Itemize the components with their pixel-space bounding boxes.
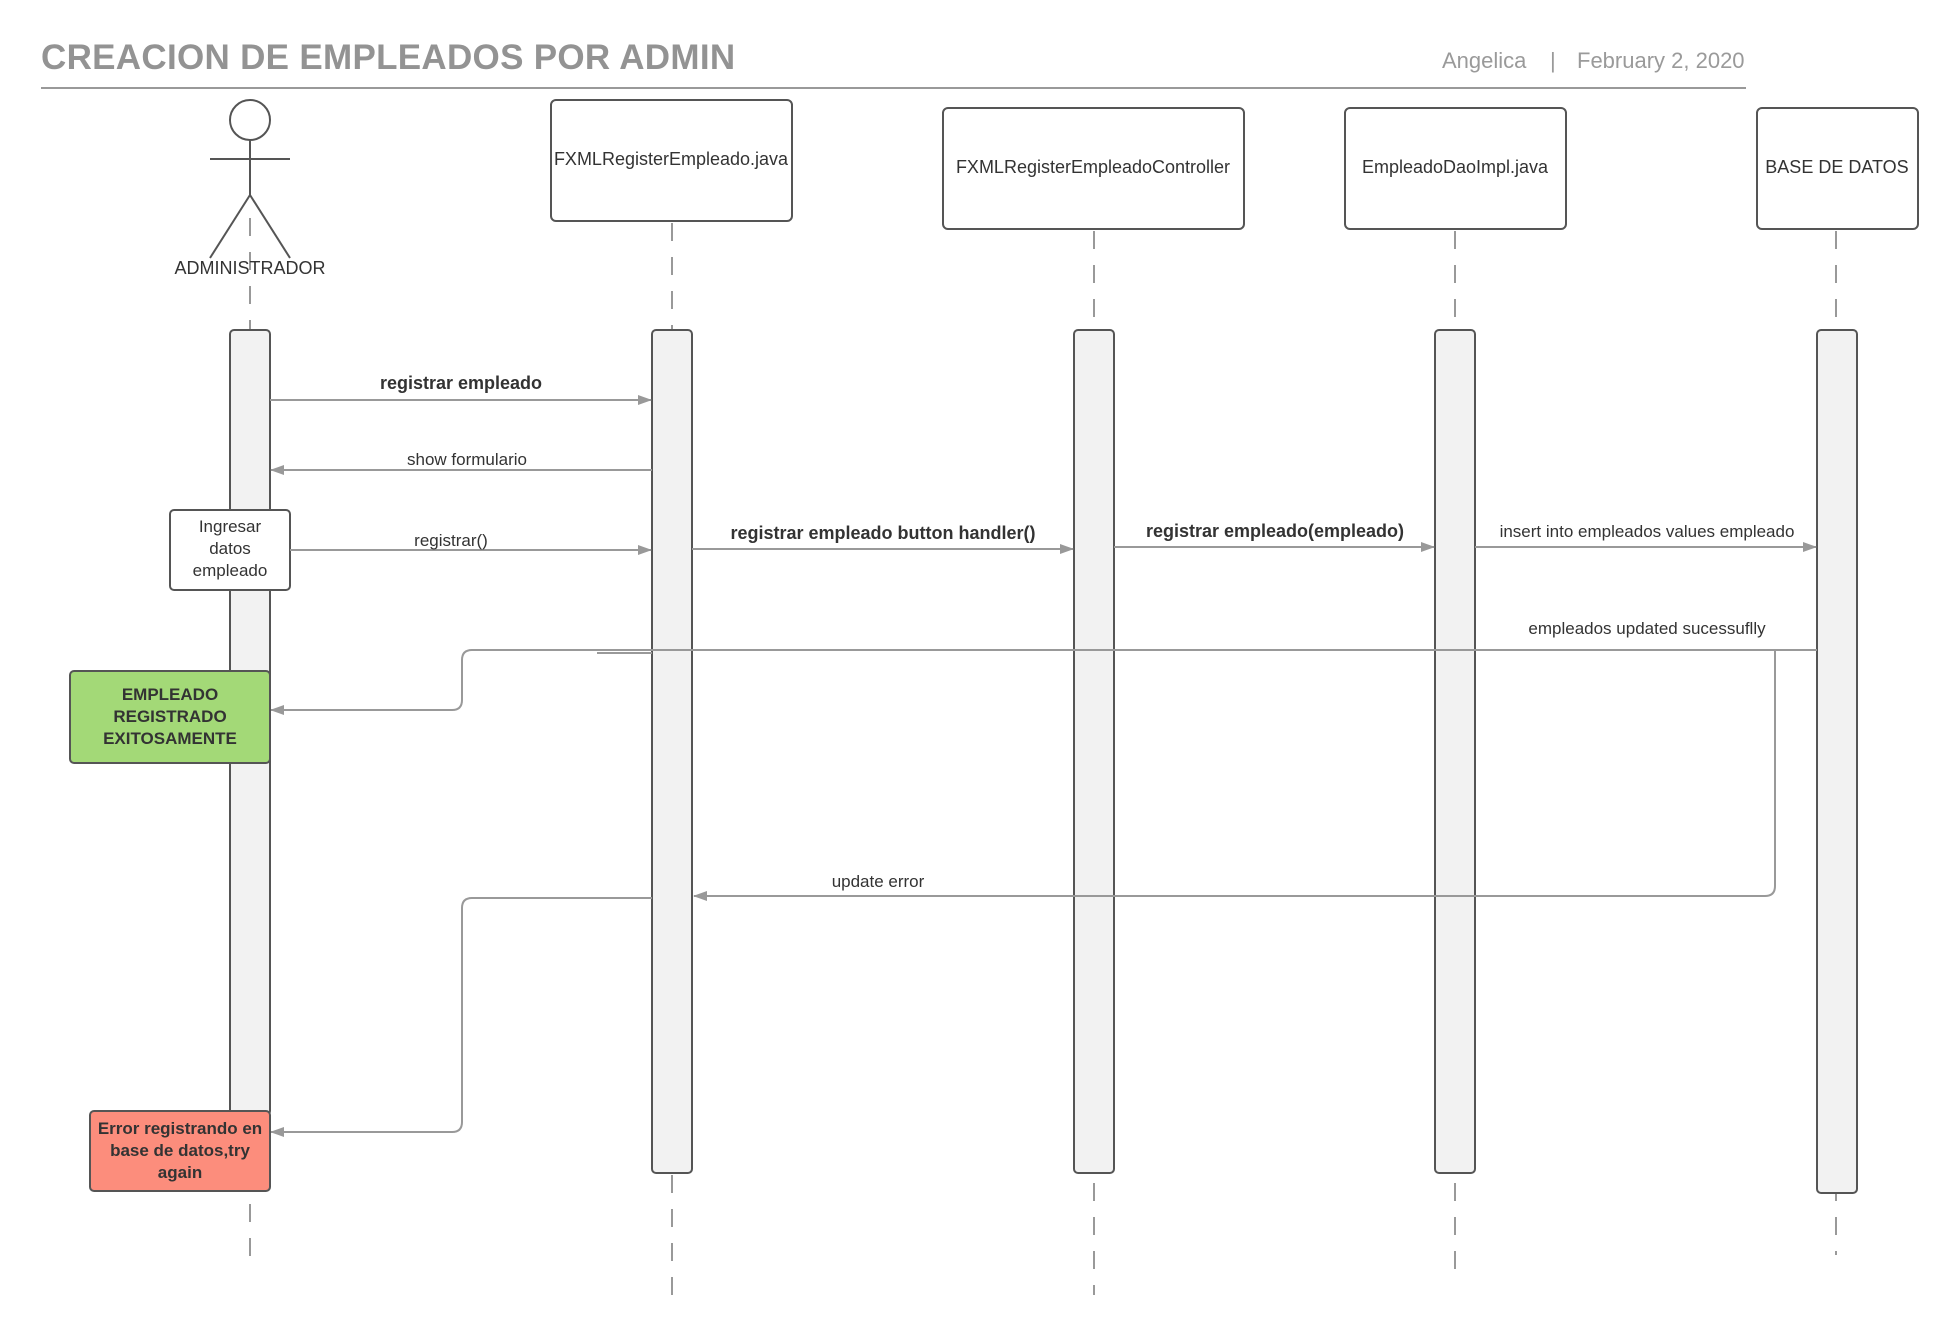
page-title: CREACION DE EMPLEADOS POR ADMIN	[41, 38, 736, 77]
svg-text:Ingresar: Ingresar	[199, 517, 262, 536]
participant-db-label: BASE DE DATOS	[1765, 157, 1908, 177]
message-registrar-empleado-param-label: registrar empleado(empleado)	[1146, 521, 1404, 541]
note-error: Error registrando en base de datos,try a…	[89, 1110, 271, 1192]
message-updated-label: empleados updated sucessuflly	[1528, 619, 1766, 638]
message-button-handler-label: registrar empleado button handler()	[730, 523, 1035, 543]
svg-text:again: again	[158, 1163, 202, 1182]
author: Angelica	[1442, 48, 1527, 73]
participant-dao: EmpleadoDaoImpl.java	[1344, 107, 1567, 230]
note-ingresar-datos: Ingresar datos empleado	[169, 509, 291, 591]
message-update-error-arrow	[693, 650, 1776, 901]
message-error-return-arrow	[270, 897, 652, 1137]
actor-label: ADMINISTRADOR	[174, 258, 325, 278]
participant-dao-label: EmpleadoDaoImpl.java	[1362, 157, 1549, 177]
message-registrar-label: registrar()	[414, 531, 488, 550]
participant-controller: FXMLRegisterEmpleadoController	[942, 107, 1245, 230]
participant-fxml: FXMLRegisterEmpleado.java	[550, 99, 793, 222]
participant-db: BASE DE DATOS	[1756, 107, 1919, 230]
svg-text:Error registrando en: Error registrando en	[98, 1119, 262, 1138]
date: February 2, 2020	[1577, 48, 1745, 73]
svg-text:EXITOSAMENTE: EXITOSAMENTE	[103, 729, 237, 748]
svg-text:empleado: empleado	[193, 561, 268, 580]
svg-text:EMPLEADO: EMPLEADO	[122, 685, 218, 704]
message-registrar-empleado-label: registrar empleado	[380, 373, 542, 393]
svg-text:datos: datos	[209, 539, 251, 558]
participant-fxml-label: FXMLRegisterEmpleado.java	[554, 149, 789, 169]
activation-controller	[1073, 329, 1115, 1174]
activation-dao	[1434, 329, 1476, 1174]
header-separator: |	[1550, 48, 1556, 73]
message-insert-label: insert into empleados values empleado	[1500, 522, 1795, 541]
note-success: EMPLEADO REGISTRADO EXITOSAMENTE	[69, 670, 271, 764]
participant-controller-label: FXMLRegisterEmpleadoController	[956, 157, 1230, 177]
message-update-error-label: update error	[832, 872, 925, 891]
svg-text:REGISTRADO: REGISTRADO	[113, 707, 226, 726]
activation-db	[1816, 329, 1858, 1194]
message-show-formulario-label: show formulario	[407, 450, 527, 469]
actor-icon	[209, 99, 291, 259]
svg-text:base de datos,try: base de datos,try	[110, 1141, 250, 1160]
message-updated-arrow	[270, 649, 1817, 715]
activation-fxml	[651, 329, 693, 1174]
